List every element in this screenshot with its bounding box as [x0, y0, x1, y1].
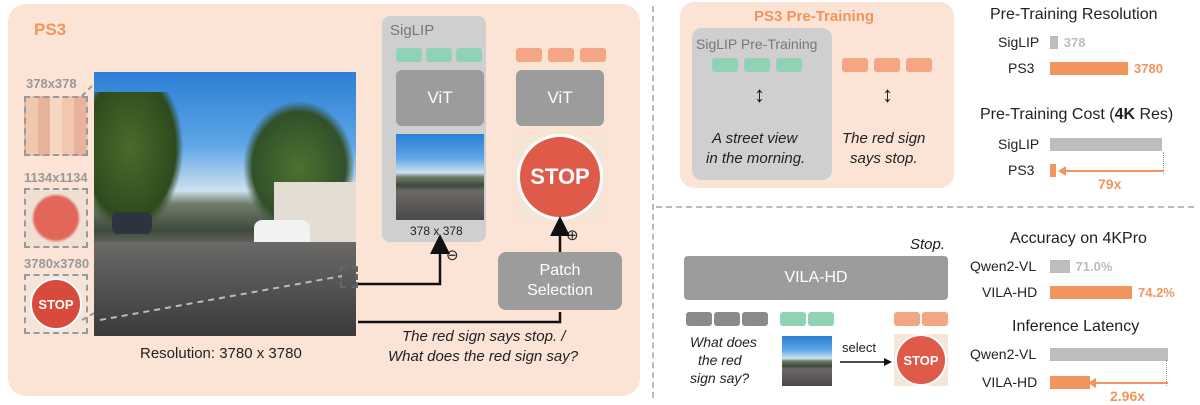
chart4-ratio-arrow: [1088, 378, 1168, 388]
siglip-crop-photo: [396, 134, 484, 220]
siglip-label: SigLIP: [390, 22, 435, 39]
horizontal-divider: [656, 206, 1194, 208]
chart3-value-qwen: 71.0%: [1075, 259, 1113, 274]
vila-output: Stop.: [910, 236, 946, 253]
ps3-token-3: [580, 48, 606, 62]
scale-label-378: 378x378: [26, 76, 77, 91]
chart4-bar-vila: [1050, 376, 1090, 389]
chart1-value-ps3: 3780: [1134, 61, 1163, 76]
pyramid-connectors: [81, 81, 97, 321]
resolution-caption: Resolution: 3780 x 3780: [140, 345, 302, 362]
vila-question-1: What does: [690, 334, 757, 350]
vila-model-label: VILA-HD: [784, 269, 848, 286]
chart2-title-bold: 4K: [1114, 106, 1136, 123]
pretraining-title: PS3 Pre-Training: [754, 8, 875, 25]
patch-selection-box: Patch Selection: [498, 252, 622, 310]
vila-street-thumb: [782, 336, 832, 386]
pt-arrow-left-icon: ↕: [754, 82, 765, 107]
scale-thumb-1134: [24, 188, 88, 248]
vit-block-right: ViT: [516, 70, 604, 126]
pt-caption-left-1: A street view: [712, 130, 798, 147]
siglip-token-1: [396, 48, 422, 62]
road: [94, 242, 356, 336]
stop-sign-icon: STOP: [30, 278, 82, 330]
siglip-token-3: [456, 48, 482, 62]
vila-patch-token-1: [894, 312, 920, 326]
vila-image-token-2: [808, 312, 834, 326]
pt-caption-left-2: in the morning.: [706, 150, 806, 167]
street-photo: [94, 72, 356, 336]
chart3-title: Accuracy on 4KPro: [1010, 230, 1147, 247]
scale-thumb-3780: STOP: [24, 274, 88, 334]
chart2-cat-0: SigLIP: [998, 136, 1040, 152]
chart4-bar-qwen: [1050, 348, 1168, 361]
chart1-bar-ps3: [1050, 62, 1128, 75]
chart2-bar-siglip: [1050, 138, 1162, 151]
pt-green-token-2: [744, 58, 770, 72]
vila-patch-token-2: [922, 312, 948, 326]
stop-sign-icon-large: STOP: [517, 134, 603, 220]
scale-label-3780: 3780x3780: [24, 256, 90, 271]
vila-stop-thumb: STOP: [894, 334, 948, 386]
chart2-title: Pre-Training Cost (4K Res): [980, 106, 1174, 123]
vila-text-token-3: [742, 312, 768, 326]
zoom-rays: [99, 275, 343, 321]
chart1-cat-0: SigLIP: [998, 34, 1040, 50]
scale-thumb-378: [24, 96, 88, 156]
pt-orange-token-3: [906, 58, 932, 72]
ps3-token-1: [516, 48, 542, 62]
prompt-line-2: What does the red sign say?: [388, 348, 579, 365]
siglip-pretraining-box: [692, 28, 832, 180]
chart3-bar-qwen: [1050, 260, 1070, 273]
chart4-title: Inference Latency: [1012, 318, 1140, 335]
tree-left: [94, 92, 184, 232]
pt-arrow-right-icon: ↕: [882, 82, 893, 107]
chart4-dotted-guide: [1166, 360, 1167, 386]
pt-caption-right-1: The red sign: [842, 130, 926, 147]
chart4-cat-0: Qwen2-VL: [970, 346, 1037, 362]
ps3-token-2: [548, 48, 574, 62]
chart3-cat-1: VILA-HD: [982, 284, 1038, 300]
chart1-bar-siglip: [1050, 36, 1058, 49]
vila-question-3: sign say?: [690, 370, 750, 386]
chart2-bar-ps3: [1050, 164, 1056, 177]
vila-select-arrow: [840, 358, 892, 366]
chart3-value-vila: 74.2%: [1138, 285, 1175, 300]
ps3-crop-stop: STOP: [516, 134, 604, 220]
prompt-line-1: The red sign says stop. /: [402, 328, 566, 345]
ps3-title: PS3: [34, 20, 67, 39]
vila-text-token-2: [714, 312, 740, 326]
vila-image-token-1: [780, 312, 806, 326]
chart1-title: Pre-Training Resolution: [990, 6, 1158, 23]
chart4-cat-1: VILA-HD: [982, 374, 1038, 390]
chart1-value-siglip: 378: [1063, 35, 1086, 50]
vila-text-token-1: [686, 312, 712, 326]
pt-orange-token-1: [842, 58, 868, 72]
vila-stop-sign-icon: STOP: [895, 334, 947, 386]
vila-select-label: select: [842, 340, 876, 355]
vit-block-left: ViT: [396, 70, 484, 126]
chart2-annotation: 79x: [1098, 176, 1122, 192]
patch-selection-label: Patch Selection: [527, 262, 593, 299]
chart2-dotted-guide: [1163, 152, 1164, 174]
pt-caption-right-2: says stop.: [850, 150, 918, 167]
pt-green-token-1: [712, 58, 738, 72]
siglip-token-2: [426, 48, 452, 62]
siglip-pretraining-label: SigLIP Pre-Training: [696, 36, 818, 52]
chart3-bar-vila: [1050, 286, 1132, 299]
vila-model-box: VILA-HD: [684, 256, 948, 300]
pt-green-token-3: [776, 58, 802, 72]
chart4-annotation: 2.96x: [1110, 388, 1146, 404]
chart3-cat-0: Qwen2-VL: [970, 258, 1037, 274]
blurry-stop-icon: [33, 195, 79, 241]
scale-label-1134: 1134x1134: [24, 170, 88, 185]
dark-car: [112, 212, 152, 234]
chart2-ratio-arrow: [1058, 166, 1164, 176]
vertical-divider: [652, 6, 654, 398]
chart2-cat-1: PS3: [1008, 162, 1035, 178]
chart1-cat-1: PS3: [1008, 60, 1035, 76]
ps3-arrows: [358, 216, 570, 324]
pt-orange-token-2: [874, 58, 900, 72]
vila-question-2: the red: [698, 352, 742, 368]
